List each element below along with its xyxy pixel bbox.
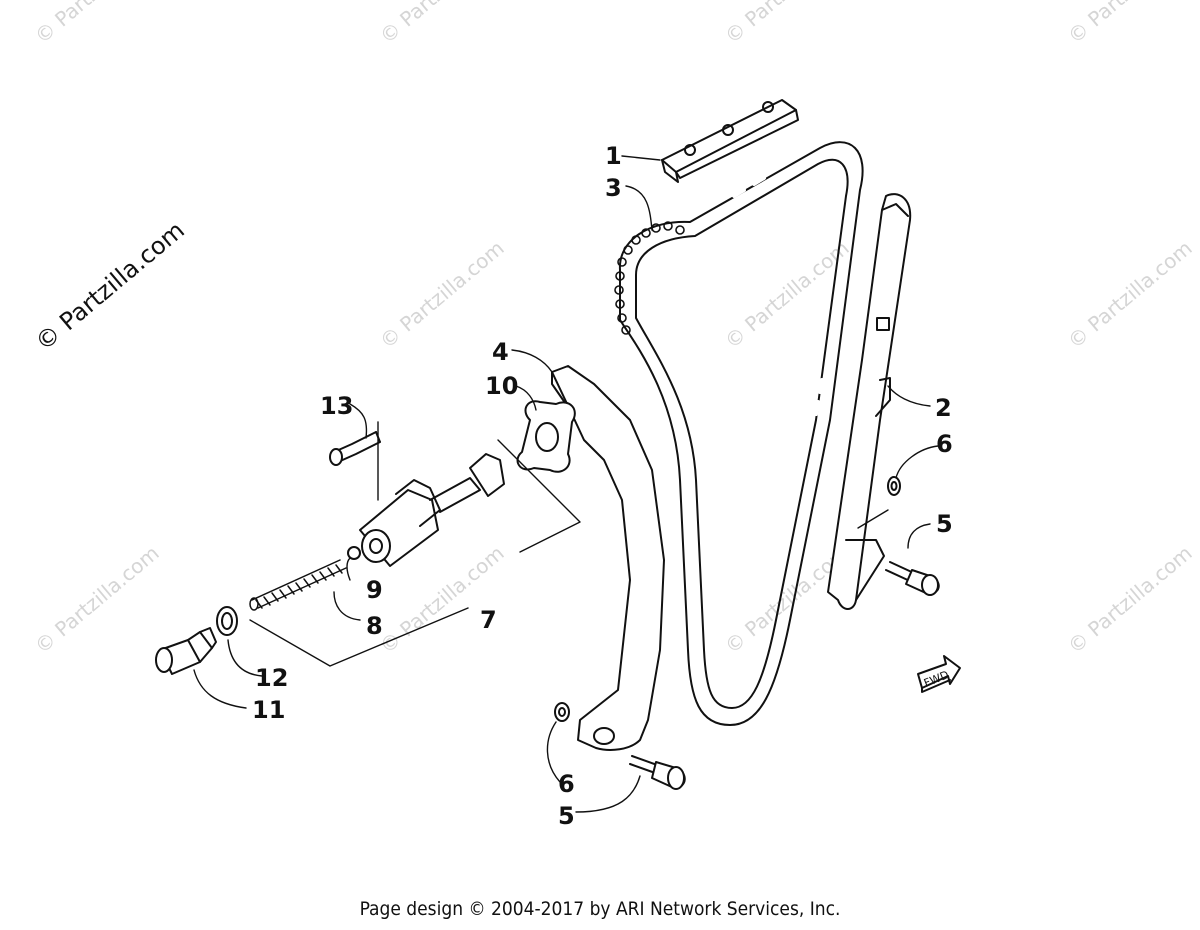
rear-chain-guide <box>827 193 912 610</box>
callout-5-lower: 5 <box>558 802 575 830</box>
forward-arrow-icon <box>917 655 961 693</box>
spring <box>249 559 347 611</box>
tensioner-arm <box>551 365 665 751</box>
gasket <box>516 400 576 473</box>
bolt-13 <box>329 431 381 466</box>
callout-12: 12 <box>255 664 289 692</box>
callout-5: 5 <box>936 510 953 538</box>
callout-6: 6 <box>936 430 953 458</box>
plug-bolt <box>155 627 217 675</box>
callout-2: 2 <box>935 394 952 422</box>
bolt-5-lower <box>629 755 686 790</box>
washer-12 <box>216 606 238 636</box>
tensioner-body <box>359 453 505 567</box>
callout-9: 9 <box>366 576 383 604</box>
upper-chain-guide <box>661 99 799 183</box>
callout-10: 10 <box>485 372 519 400</box>
bolt-5-upper <box>885 561 940 596</box>
page-footer: Page design © 2004-2017 by ARI Network S… <box>359 898 841 920</box>
callout-6-lower: 6 <box>558 770 575 798</box>
callout-11: 11 <box>252 696 286 724</box>
callout-13: 13 <box>320 392 354 420</box>
callout-4: 4 <box>492 338 509 366</box>
callout-7: 7 <box>480 606 497 634</box>
callout-3: 3 <box>605 174 622 202</box>
washer-6-upper <box>887 476 901 496</box>
ball <box>347 546 361 560</box>
cam-chain <box>614 141 864 726</box>
callout-8: 8 <box>366 612 383 640</box>
washer-6-lower <box>554 702 570 722</box>
callout-1: 1 <box>605 142 622 170</box>
